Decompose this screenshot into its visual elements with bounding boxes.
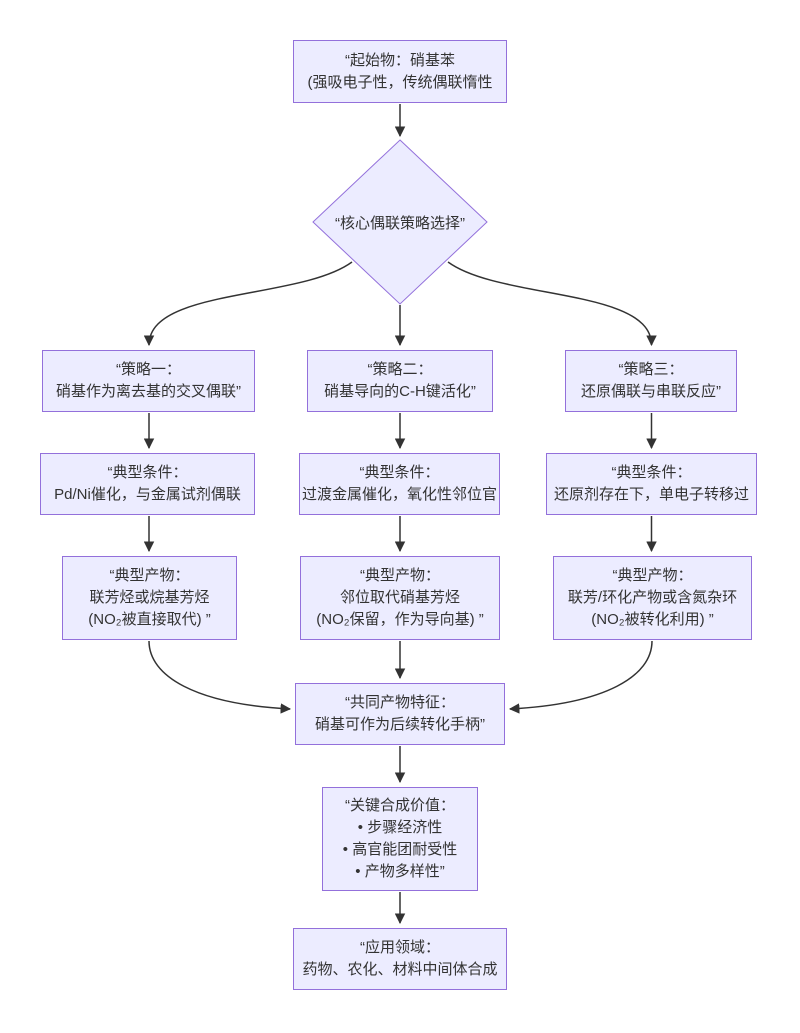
node-text: “典型条件： [359, 464, 440, 481]
edge-decision-to-strategy3 [447, 261, 657, 347]
node-text: “典型条件： [107, 464, 188, 481]
node-text: (NO₂保留，作为导向基) ” [316, 611, 484, 628]
node-strategy1: “策略一： 硝基作为离去基的交叉偶联” [42, 350, 255, 412]
node-strategy3: “策略三： 还原偶联与串联反应” [565, 350, 737, 412]
node-text: “策略二： [367, 361, 433, 378]
node-text: “关键合成价值： [345, 797, 455, 814]
node-text: “典型产物： [612, 567, 693, 584]
node-application: “应用领域： 药物、农化、材料中间体合成 [293, 928, 507, 990]
edge-prod3-to-common [508, 640, 653, 714]
node-text: • 产物多样性” [355, 863, 445, 880]
node-start-material: “起始物：硝基苯 (强吸电子性，传统偶联惰性 [293, 40, 507, 103]
node-text: 硝基可作为后续转化手柄” [315, 716, 485, 733]
node-text: “应用领域： [360, 939, 440, 956]
node-text: (NO₂被转化利用) ” [591, 611, 714, 628]
node-text: 邻位取代硝基芳烃 [339, 589, 460, 606]
node-strategy2: “策略二： 硝基导向的C-H键活化” [307, 350, 493, 412]
node-text: Pd/Ni催化，与金属试剂偶联 [54, 486, 241, 503]
node-text: 硝基作为离去基的交叉偶联” [56, 383, 241, 400]
node-prod1: “典型产物： 联芳烃或烷基芳烃 (NO₂被直接取代) ” [62, 556, 237, 640]
node-text: 联芳/环化产物或含氮杂环 [567, 589, 738, 606]
node-text: • 高官能团耐受性 [342, 841, 458, 858]
node-text: (NO₂被直接取代) ” [88, 611, 211, 628]
node-prod3: “典型产物： 联芳/环化产物或含氮杂环 (NO₂被转化利用) ” [553, 556, 752, 640]
node-text: 还原剂存在下，单电子转移过 [553, 486, 749, 503]
node-text: “典型产物： [360, 567, 440, 584]
node-text: “策略三： [618, 361, 684, 378]
node-text: “典型条件： [611, 464, 692, 481]
node-cond2: “典型条件： 过渡金属催化，氧化性邻位官 [299, 453, 500, 515]
node-text: “起始物：硝基苯 [345, 51, 455, 69]
node-key-value: “关键合成价值： • 步骤经济性 • 高官能团耐受性 • 产物多样性” [322, 787, 478, 891]
node-text: “典型产物： [109, 567, 190, 584]
node-cond1: “典型条件： Pd/Ni催化，与金属试剂偶联 [40, 453, 255, 515]
node-common-feature: “共同产物特征： 硝基可作为后续转化手柄” [295, 683, 505, 745]
node-text: 硝基导向的C-H键活化” [324, 383, 476, 400]
node-text: “共同产物特征： [345, 694, 455, 711]
node-text: “核心偶联策略选择” [335, 214, 465, 232]
node-text: “策略一： [116, 361, 181, 378]
node-text: 药物、农化、材料中间体合成 [302, 961, 498, 978]
node-decision-core-strategy: “核心偶联策略选择” [313, 140, 487, 304]
node-prod2: “典型产物： 邻位取代硝基芳烃 (NO₂保留，作为导向基) ” [300, 556, 500, 640]
node-text: • 步骤经济性 [357, 819, 443, 836]
node-text: 过渡金属催化，氧化性邻位官 [301, 486, 497, 503]
edge-decision-to-strategy1 [143, 261, 353, 347]
node-text: 联芳烃或烷基芳烃 [89, 589, 210, 606]
node-text: 还原偶联与串联反应” [581, 383, 721, 400]
decision-diamond-shape [312, 139, 488, 305]
edge-prod1-to-common [148, 640, 292, 714]
node-text: (强吸电子性，传统偶联惰性 [307, 73, 493, 91]
node-cond3: “典型条件： 还原剂存在下，单电子转移过 [546, 453, 757, 515]
